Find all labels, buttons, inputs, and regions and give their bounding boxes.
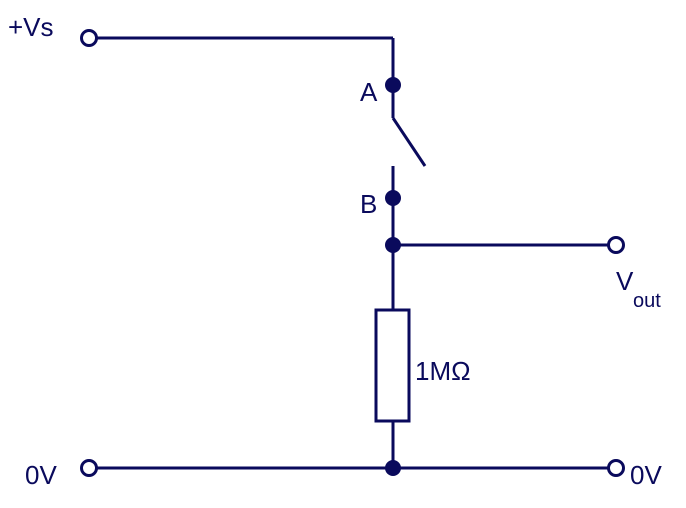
contact-b-icon (385, 190, 401, 206)
supply-terminal-icon[interactable] (80, 29, 98, 47)
output-label-subscript: out (633, 290, 661, 312)
output-terminal-icon[interactable] (607, 236, 625, 254)
ground-right-label: 0V (630, 460, 662, 490)
ground-right-terminal-icon[interactable] (607, 459, 625, 477)
switch-blade (391, 117, 427, 167)
resistor-value-label: 1MΩ (415, 356, 471, 386)
ground-left-terminal-icon[interactable] (80, 459, 98, 477)
output-junction-icon (385, 237, 401, 253)
contact-a-label: A (360, 77, 378, 107)
ground-junction-icon (385, 460, 401, 476)
supply-label: +Vs (8, 12, 54, 42)
ground-left-label: 0V (25, 460, 57, 490)
contact-a-icon (385, 77, 401, 93)
resistor-icon (374, 308, 411, 423)
output-label-main: V (616, 266, 634, 296)
contact-b-label: B (360, 189, 377, 219)
